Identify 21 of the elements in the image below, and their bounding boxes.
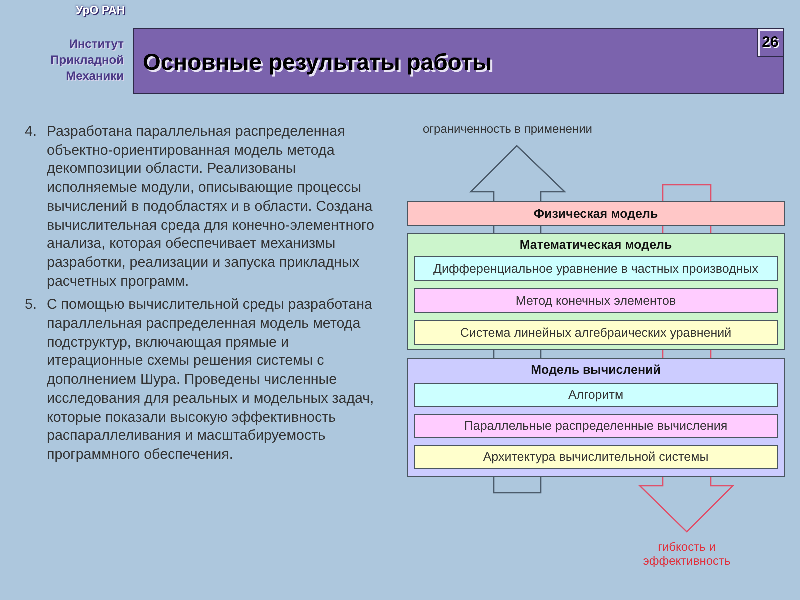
- slide-title: Основные результаты работы: [143, 48, 492, 77]
- layer-box: Система линейных алгебраических уравнений: [414, 320, 778, 345]
- layer-panel: [407, 358, 785, 477]
- panel-heading: Математическая модель: [518, 238, 674, 252]
- page-number: 26: [757, 28, 784, 57]
- direction-label: гибкость и эффективность: [642, 540, 732, 568]
- layer-box: Параллельные распределенные вычисления: [414, 414, 778, 438]
- layer-panel: [407, 233, 785, 350]
- paragraph: Разработана параллельная распределенная объектно-ориентированная модель метода декомпозиции области. Реализованы исполняемые модули, описывающие процессы вычислений в подобластях и в области. Создана вычислительная среда для конечно-элементного анализа, которая обеспечивает механизмы разработки, реализации и запуска прикладных расчетных программ.: [47, 123, 376, 292]
- layer-box: Алгоритм: [414, 383, 778, 407]
- list-number: 4.: [25, 123, 38, 142]
- list-number: 5.: [25, 296, 38, 316]
- direction-label: ограниченность в применении: [423, 122, 593, 136]
- layer-box: Архитектура вычислительной системы: [414, 445, 778, 469]
- panel-heading: Модель вычислений: [530, 363, 662, 377]
- layer-box: Дифференциальное уравнение в частных производных: [414, 256, 778, 281]
- layer-box: Физическая модель: [407, 201, 785, 226]
- institute-name: Институт Прикладной Механики: [50, 36, 124, 84]
- paragraph: С помощью вычислительной среды разработана параллельная распределенная модель метода подструктур, включающая прямые и итерационные схемы решения системы с дополнением Шура. Проведены численные исследования для реальных и модельных задач, которые показали высокую эффективность распараллеливания и масштабируемость программного обеспечения.: [47, 296, 376, 465]
- organization-name: УрО РАН: [76, 5, 126, 17]
- layer-box: Метод конечных элементов: [414, 288, 778, 313]
